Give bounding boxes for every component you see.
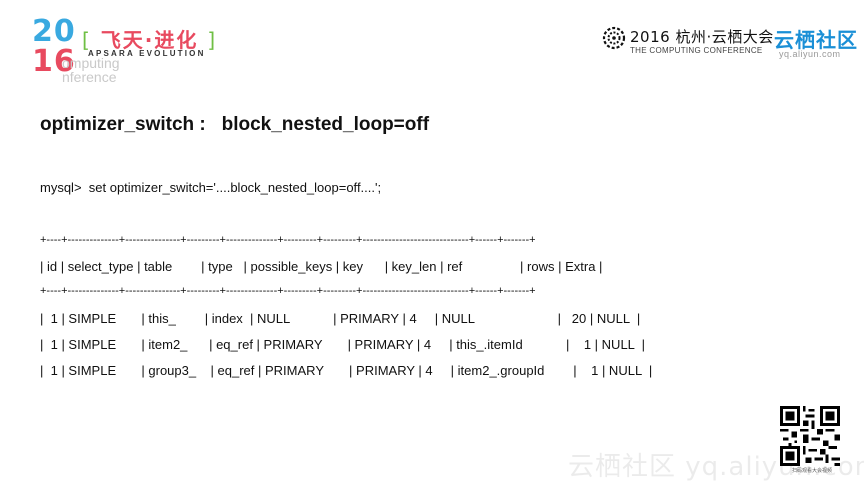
conference-logos: 2016 杭州·云栖大会 THE COMPUTING CONFERENCE 云栖… [596,22,858,62]
table-separator-top: +----+--------------+---------------+---… [40,234,536,246]
table-row: | 1 | SIMPLE | group3_ | eq_ref | PRIMAR… [40,363,653,378]
conference-name-en: THE COMPUTING CONFERENCE [630,46,763,55]
slide-title: optimizer_switch : block_nested_loop=off [40,114,430,135]
conference-ghost-line1: omputing [62,55,120,71]
year-bottom-digits: 16 [32,44,76,79]
yunqi-url: yq.aliyun.com [779,49,841,59]
qr-caption: 扫码观看大会视频 [791,468,832,474]
globe-icon [602,26,626,50]
conference-ghost-line2: nference [62,69,117,85]
table-row: | 1 | SIMPLE | this_ | index | NULL | PR… [40,311,641,326]
event-name-en: APSARA EVOLUTION [88,49,206,58]
conference-name-cn: 2016 杭州·云栖大会 [630,28,774,46]
table-row: | 1 | SIMPLE | item2_ | eq_ref | PRIMARY… [40,337,646,352]
right-bracket-icon: ] [207,28,218,52]
event-name-cn: [ 飞天·进化 ] [82,24,217,53]
mysql-command: mysql> set optimizer_switch='....block_n… [40,180,382,195]
yunqi-community-logo: 云栖社区 [774,28,858,52]
conference-ghost-text: omputing nference [62,56,120,84]
event-logo: 20 16 omputing nference [ 飞天·进化 ] APSARA… [32,17,262,90]
year-top-digits: 20 [32,14,76,49]
table-separator-mid: +----+--------------+---------------+---… [40,285,536,297]
qr-code-icon [780,406,840,466]
left-bracket-icon: [ [82,28,92,52]
table-header-row: | id | select_type | table | type | poss… [40,259,603,274]
event-name-cn-text: 飞天·进化 [100,28,199,52]
year-bottom: 16 [32,47,76,77]
year-top: 20 [32,17,76,47]
